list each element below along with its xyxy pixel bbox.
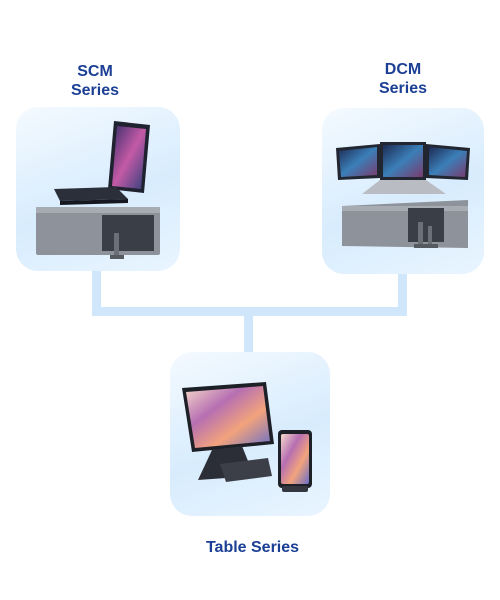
connector-left-vertical — [92, 268, 101, 316]
scm-series-card[interactable] — [16, 107, 180, 271]
scm-label-line2: Series — [70, 82, 120, 99]
dcm-series-card[interactable] — [322, 108, 484, 274]
scm-label-line1: SCM — [77, 63, 113, 80]
connector-right-vertical — [398, 272, 407, 316]
scm-series-label: SCM Series — [40, 62, 150, 100]
table-product-image — [182, 382, 312, 492]
scm-product-image — [36, 121, 160, 259]
table-series-label: Table Series — [205, 539, 300, 556]
dcm-series-label: DCM Series — [348, 60, 458, 98]
dcm-label-line2: Series — [378, 80, 428, 97]
dcm-label-line1: DCM — [384, 61, 422, 78]
table-series-card[interactable] — [170, 352, 330, 516]
connector-center-vertical — [244, 307, 253, 355]
dcm-product-image — [336, 142, 470, 248]
